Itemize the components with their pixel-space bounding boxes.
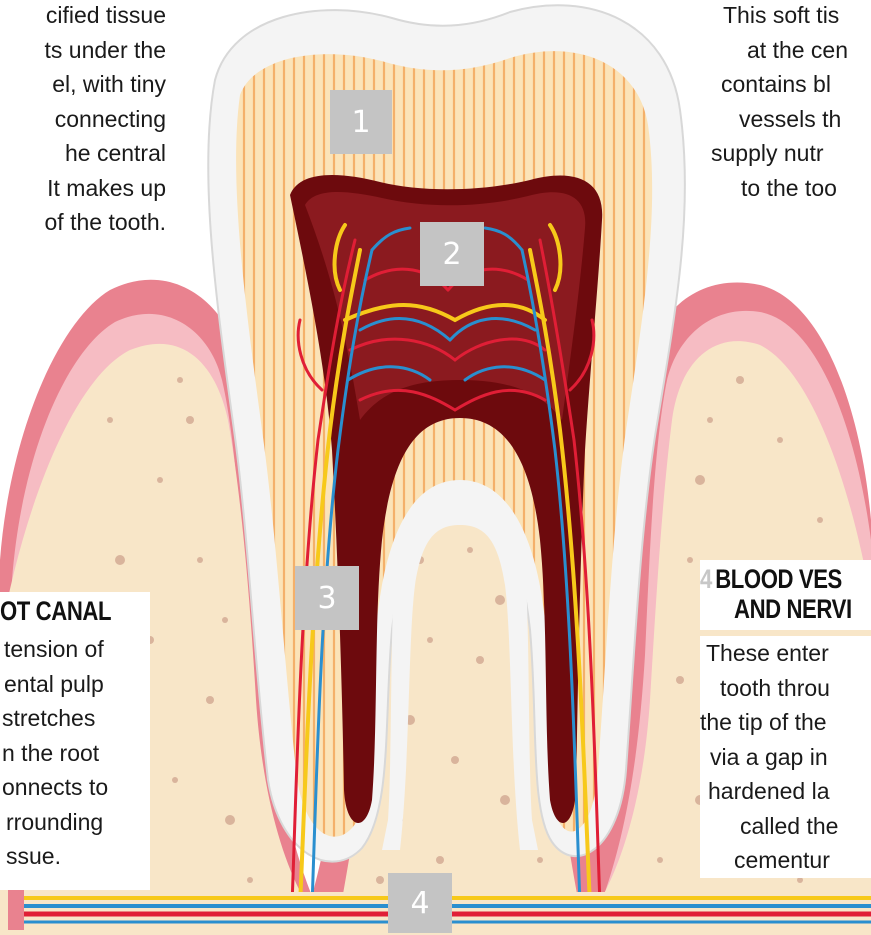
- blood-vessels-line: cementur: [700, 843, 871, 878]
- blood-vessels-line: the tip of the: [700, 705, 871, 740]
- dentine-description: cified tissue ts under the el, with tiny…: [0, 0, 166, 240]
- root-canal-description: tension of ental pulp stretches n the ro…: [0, 632, 108, 874]
- root-canal-line: ssue.: [0, 839, 108, 874]
- pulp-line: to the too: [705, 171, 871, 206]
- blood-vessels-line: via a gap in: [700, 740, 871, 775]
- pulp-line: supply nutr: [705, 136, 871, 171]
- dentine-line: of the tooth.: [0, 205, 166, 240]
- pulp-line: contains bl: [705, 67, 871, 102]
- root-canal-line: stretches: [0, 701, 108, 736]
- blood-vessels-number: 4: [700, 564, 712, 594]
- blood-vessels-description: These enter tooth throu the tip of the v…: [700, 636, 871, 878]
- blood-vessels-line: hardened la: [700, 774, 871, 809]
- pulp-line: vessels th: [705, 102, 871, 137]
- dentine-line: It makes up: [0, 171, 166, 206]
- marker-4: 4: [388, 873, 452, 933]
- blood-vessels-line: tooth throu: [700, 671, 871, 706]
- blood-vessels-title-2: AND NERVI: [734, 596, 852, 623]
- root-canal-line: n the root: [0, 736, 108, 771]
- root-canal-line: onnects to: [0, 770, 108, 805]
- root-canal-label: OT CANAL tension of ental pulp stretches…: [0, 592, 150, 890]
- pulp-line: at the cen: [705, 33, 871, 68]
- root-canal-line: rrounding: [0, 805, 108, 840]
- pulp-line: This soft tis: [705, 0, 871, 33]
- dentine-line: ts under the: [0, 33, 166, 68]
- marker-2: 2: [420, 222, 484, 286]
- blood-vessels-line: These enter: [700, 636, 871, 671]
- root-canal-line: ental pulp: [0, 667, 108, 702]
- blood-vessels-title-1: BLOOD VES: [715, 564, 842, 594]
- blood-vessels-line: called the: [700, 809, 871, 844]
- dentine-line: he central: [0, 136, 166, 171]
- dentine-line: cified tissue: [0, 0, 166, 33]
- dentine-line: el, with tiny: [0, 67, 166, 102]
- dentine-line: connecting: [0, 102, 166, 137]
- pulp-description: This soft tis at the cen contains bl ves…: [705, 0, 871, 205]
- marker-1: 1: [330, 90, 392, 154]
- root-canal-title: OT CANAL: [0, 598, 111, 625]
- marker-3: 3: [295, 566, 359, 630]
- root-canal-line: tension of: [0, 632, 108, 667]
